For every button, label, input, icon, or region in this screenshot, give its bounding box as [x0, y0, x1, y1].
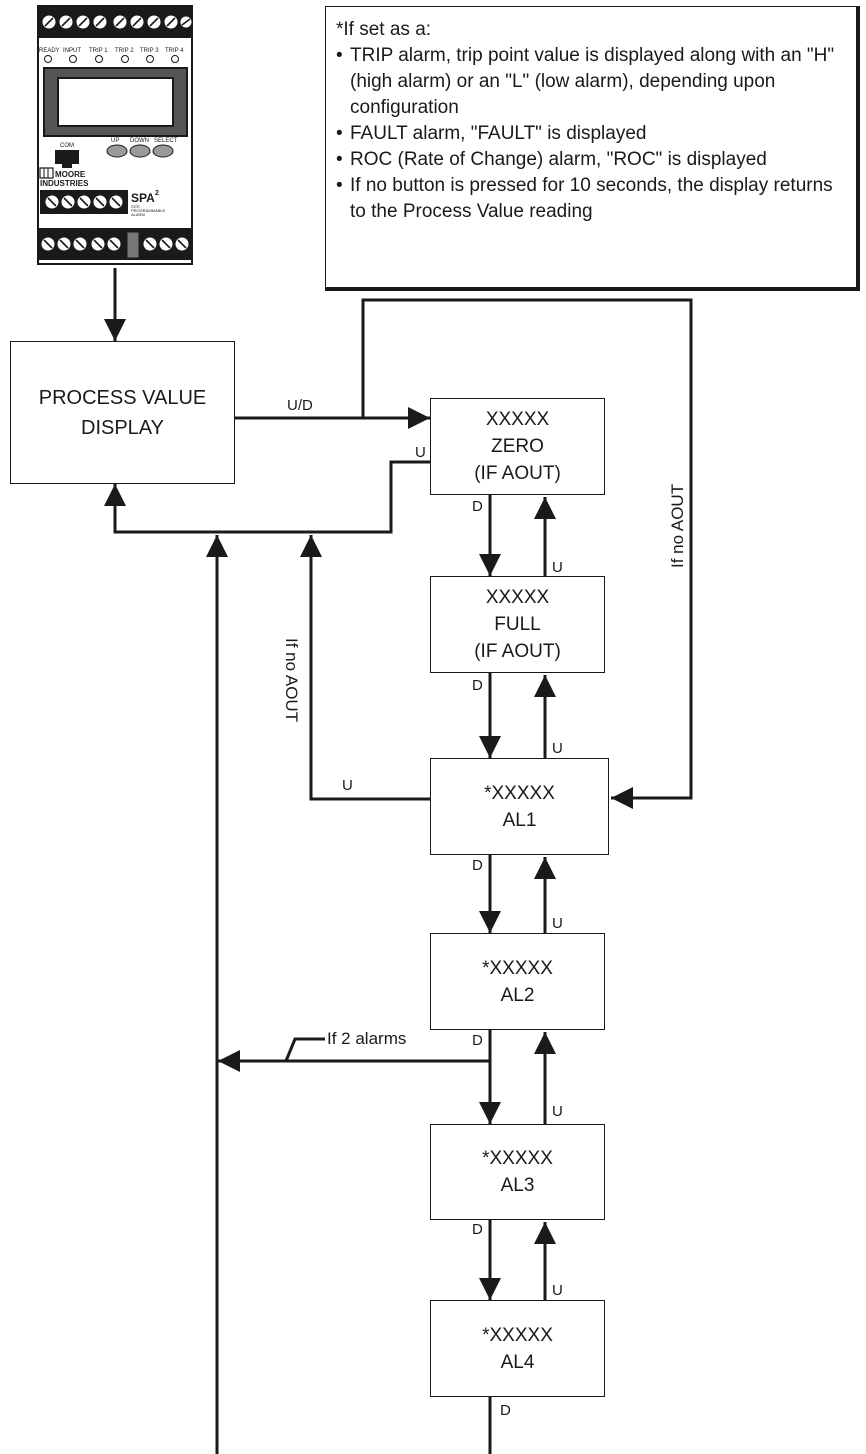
d-label: D	[472, 498, 483, 515]
note-list: TRIP alarm, trip point value is displaye…	[336, 43, 846, 225]
if-no-aout-label-right: If no AOUT	[668, 483, 687, 568]
two-alarms-leader	[284, 1037, 325, 1062]
al1-line-1: *XXXXX	[484, 782, 555, 804]
al4-line-2: AL4	[500, 1351, 535, 1373]
note-item: ROC (Rate of Change) alarm, "ROC" is dis…	[336, 147, 846, 173]
brand-line-1: MOORE	[55, 170, 86, 179]
if-2-alarms-label: If 2 alarms	[327, 1029, 407, 1048]
pv-line-2: DISPLAY	[81, 416, 164, 439]
al1-box: *XXXXX AL1	[430, 758, 609, 855]
u-label: U	[415, 444, 426, 461]
al2-box: *XXXXX AL2	[430, 933, 605, 1030]
al1-to-pv-return	[300, 535, 430, 801]
led-labels: READY INPUT TRIP 1 TRIP 2 TRIP 3 TRIP 4	[39, 48, 184, 54]
model-name: SPA	[131, 191, 155, 205]
model-desc-2: PROGRAMMABLE	[131, 208, 166, 213]
al3-box: *XXXXX AL3	[430, 1124, 605, 1220]
zero-line-2: ZERO	[491, 436, 544, 457]
pv-line-1: PROCESS VALUE	[38, 386, 207, 409]
button-label-up: UP	[111, 138, 119, 144]
note-item: TRIP alarm, trip point value is displaye…	[336, 43, 846, 121]
zero-line-1: XXXXX	[485, 409, 550, 430]
u-label: U	[552, 740, 563, 757]
al3-line-2: AL3	[500, 1175, 535, 1196]
port-slot-icon	[126, 231, 140, 259]
no-aout-loop-to-al1	[361, 298, 693, 809]
al4-line-1: *XXXXX	[482, 1324, 553, 1346]
model-desc-3: ALARM	[131, 212, 145, 217]
zero-to-pv-return	[104, 460, 430, 534]
full-line-3: (IF AOUT)	[474, 641, 561, 662]
d-label: D	[472, 1032, 483, 1049]
d-label: D	[472, 857, 483, 874]
select-button-icon	[152, 144, 174, 158]
zero-box: XXXXX ZERO (IF AOUT)	[430, 398, 605, 495]
full-box: XXXXX FULL (IF AOUT)	[430, 576, 605, 673]
button-label-select: SELECT	[154, 138, 178, 144]
d-label: D	[472, 677, 483, 694]
ud-label: U/D	[287, 397, 313, 414]
note-item: FAULT alarm, "FAULT" is displayed	[336, 121, 846, 147]
top-terminals-icon	[41, 14, 193, 30]
u-label: U	[552, 1103, 563, 1120]
al4-box: *XXXXX AL4	[430, 1300, 605, 1397]
moore-logo-icon	[39, 167, 54, 179]
led-label: TRIP 3	[140, 48, 159, 54]
com-label: COM	[60, 143, 74, 149]
zero-line-3: (IF AOUT)	[474, 463, 561, 484]
led-label: INPUT	[63, 48, 81, 54]
com-port-icon	[55, 150, 79, 164]
led-label: TRIP 2	[115, 48, 134, 54]
led-label: READY	[39, 48, 60, 54]
note-heading: *If set as a:	[336, 19, 432, 40]
button-label-down: DOWN	[130, 138, 149, 144]
if-no-aout-label-left: If no AOUT	[282, 638, 301, 723]
alarm-note-box: *If set as a: TRIP alarm, trip point val…	[325, 6, 860, 291]
up-button-icon	[106, 144, 128, 158]
model-desc-1: SITE	[131, 204, 140, 209]
brand-line-2: INDUSTRIES	[40, 179, 89, 188]
u-label: U	[552, 559, 563, 576]
al3-line-1: *XXXXX	[482, 1148, 553, 1169]
note-item: If no button is pressed for 10 seconds, …	[336, 173, 846, 225]
led-label: TRIP 4	[165, 48, 184, 54]
process-value-display-box: PROCESS VALUE DISPLAY	[10, 341, 235, 484]
full-line-1: XXXXX	[485, 587, 550, 608]
full-line-2: FULL	[494, 614, 541, 635]
al1-line-2: AL1	[502, 809, 537, 831]
led-label: TRIP 1	[89, 48, 108, 54]
d-label: D	[472, 1221, 483, 1238]
al2-line-1: *XXXXX	[482, 957, 553, 979]
u-label: U	[552, 1282, 563, 1299]
u-label: U	[342, 777, 353, 794]
down-button-icon	[129, 144, 151, 158]
al2-line-2: AL2	[500, 984, 535, 1006]
model-superscript: 2	[155, 190, 159, 197]
d-label: D	[500, 1402, 511, 1419]
led-dots-icon	[44, 55, 179, 63]
u-label: U	[552, 915, 563, 932]
